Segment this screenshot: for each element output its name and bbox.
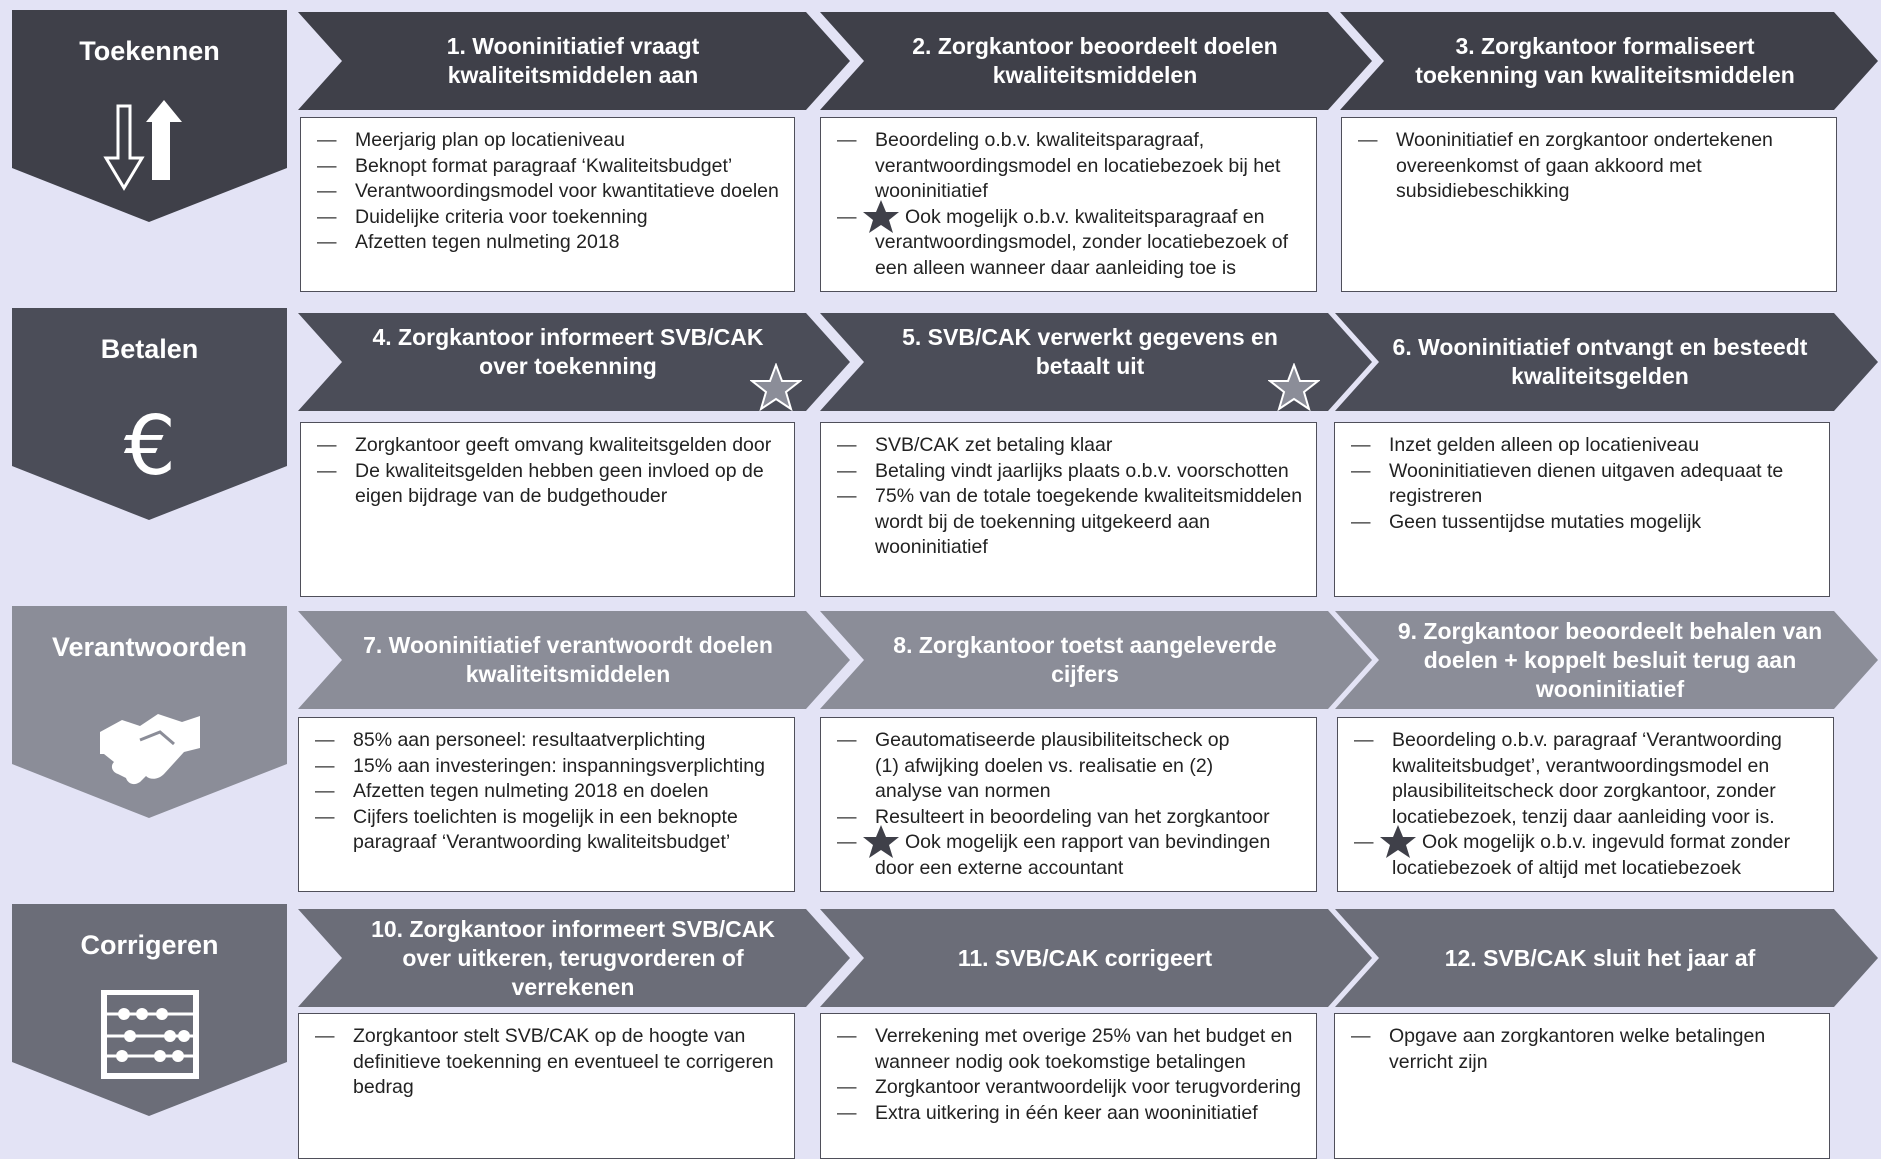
list-item: 15% aan investeringen: inspanningsverpli… — [309, 754, 784, 780]
phase-title: Betalen — [100, 334, 199, 364]
step-title: 9. Zorgkantoor beoordeelt behalen van do… — [1397, 617, 1823, 702]
phase-title: Toekennen — [79, 36, 220, 66]
list-item-text: Ook mogelijk o.b.v. ingevuld format zond… — [1392, 831, 1791, 879]
list-item-text: Ook mogelijk o.b.v. kwaliteitsparagraaf … — [875, 205, 1288, 279]
step-header-4: 4. Zorgkantoor informeert SVB/CAK over t… — [298, 313, 850, 411]
list-item: Afzetten tegen nulmeting 2018 — [311, 230, 784, 256]
list-item: Opgave aan zorgkantoren welke betalingen… — [1345, 1024, 1819, 1075]
step-list: Inzet gelden alleen op locatieniveau Woo… — [1345, 433, 1819, 535]
step-header-11: 11. SVB/CAK corrigeert — [820, 909, 1372, 1007]
list-item-star: Ook mogelijk o.b.v. kwaliteitsparagraaf … — [831, 199, 1306, 282]
star-icon — [863, 825, 899, 858]
list-item: De kwaliteitsgelden hebben geen invloed … — [311, 459, 784, 510]
step-list: Meerjarig plan op locatieniveau Beknopt … — [311, 128, 784, 256]
step-title: 3. Zorgkantoor formaliseert toekenning v… — [1415, 33, 1795, 88]
step-list: Zorgkantoor geeft omvang kwaliteitsgelde… — [311, 433, 784, 510]
list-item: Beoordeling o.b.v. paragraaf ‘Verantwoor… — [1348, 728, 1823, 830]
list-item: Geautomatiseerde plausibiliteitscheck op… — [831, 728, 1306, 805]
phase-verantwoorden: Verantwoorden — [12, 606, 287, 818]
list-item: Betaling vindt jaarlijks plaats o.b.v. v… — [831, 459, 1306, 485]
list-item: 85% aan personeel: resultaatverplichting — [309, 728, 784, 754]
step-box-7: 85% aan personeel: resultaatverplichting… — [298, 717, 795, 892]
step-list: Opgave aan zorgkantoren welke betalingen… — [1345, 1024, 1819, 1075]
step-title: 11. SVB/CAK corrigeert — [957, 944, 1213, 971]
step-list: 85% aan personeel: resultaatverplichting… — [309, 728, 784, 856]
step-header-12: 12. SVB/CAK sluit het jaar af — [1335, 909, 1878, 1007]
step-list: Wooninitiatief en zorgkantoor onderteken… — [1352, 128, 1826, 205]
step-list: SVB/CAK zet betaling klaar Betaling vind… — [831, 433, 1306, 561]
step-box-12: Opgave aan zorgkantoren welke betalingen… — [1334, 1013, 1830, 1159]
step-title: 10. Zorgkantoor informeert SVB/CAK over … — [371, 915, 775, 1000]
phase-title: Corrigeren — [80, 930, 219, 960]
step-list: Beoordeling o.b.v. paragraaf ‘Verantwoor… — [1348, 728, 1823, 881]
list-item: Zorgkantoor geeft omvang kwaliteitsgelde… — [311, 433, 784, 459]
step-header-10: 10. Zorgkantoor informeert SVB/CAK over … — [298, 909, 850, 1007]
list-item-text: Ook mogelijk een rapport van bevindingen… — [875, 831, 1271, 879]
euro-icon: € — [100, 394, 200, 499]
step-title: 7. Wooninitiatief verantwoordt doelen kw… — [363, 632, 773, 687]
list-item: Geen tussentijdse mutaties mogelijk — [1345, 510, 1819, 536]
step-header-1: 1. Wooninitiatief vraagt kwaliteitsmidde… — [298, 12, 850, 110]
list-item-star: Ook mogelijk een rapport van bevindingen… — [831, 825, 1306, 881]
star-icon — [863, 199, 899, 233]
list-item: Wooninitiatief en zorgkantoor onderteken… — [1352, 128, 1826, 205]
handshake-icon — [100, 692, 200, 797]
step-header-2: 2. Zorgkantoor beoordeelt doelen kwalite… — [820, 12, 1372, 110]
step-box-11: Verrekening met overige 25% van het budg… — [820, 1013, 1317, 1159]
step-box-5: SVB/CAK zet betaling klaar Betaling vind… — [820, 422, 1317, 597]
step-box-6: Inzet gelden alleen op locatieniveau Woo… — [1334, 422, 1830, 597]
step-header-8: 8. Zorgkantoor toetst aangeleverde cijfe… — [820, 611, 1372, 709]
list-item: Beoordeling o.b.v. kwaliteitsparagraaf, … — [831, 128, 1306, 205]
step-box-2: Beoordeling o.b.v. kwaliteitsparagraaf, … — [820, 117, 1317, 292]
list-item: Meerjarig plan op locatieniveau — [311, 128, 784, 154]
step-list: Beoordeling o.b.v. kwaliteitsparagraaf, … — [831, 128, 1306, 281]
list-item: Wooninitiatieven dienen uitgaven adequaa… — [1345, 459, 1819, 510]
step-header-9: 9. Zorgkantoor beoordeelt behalen van do… — [1335, 611, 1878, 709]
list-item: Duidelijke criteria voor toekenning — [311, 205, 784, 231]
list-item: Afzetten tegen nulmeting 2018 en doelen — [309, 779, 784, 805]
step-box-1: Meerjarig plan op locatieniveau Beknopt … — [300, 117, 795, 292]
step-header-5: 5. SVB/CAK verwerkt gegevens en betaalt … — [820, 313, 1372, 411]
list-item: Beknopt format paragraaf ‘Kwaliteitsbudg… — [311, 154, 784, 180]
list-item: 75% van de totale toegekende kwaliteitsm… — [831, 484, 1306, 561]
step-title: 1. Wooninitiatief vraagt kwaliteitsmidde… — [446, 33, 700, 88]
step-list: Zorgkantoor stelt SVB/CAK op de hoogte v… — [309, 1024, 784, 1101]
phase-corrigeren: Corrigeren — [12, 904, 287, 1116]
list-item: SVB/CAK zet betaling klaar — [831, 433, 1306, 459]
phase-betalen: Betalen € — [12, 308, 287, 520]
step-title: 2. Zorgkantoor beoordeelt doelen kwalite… — [912, 33, 1278, 88]
step-list: Verrekening met overige 25% van het budg… — [831, 1024, 1306, 1126]
step-title: 5. SVB/CAK verwerkt gegevens en betaalt … — [902, 324, 1278, 379]
step-list: Geautomatiseerde plausibiliteitscheck op… — [831, 728, 1306, 881]
list-item: Cijfers toelichten is mogelijk in een be… — [309, 805, 784, 856]
list-item-star: Ook mogelijk o.b.v. ingevuld format zond… — [1348, 825, 1823, 881]
step-title: 6. Wooninitiatief ontvangt en besteedt k… — [1392, 334, 1808, 389]
phase-title: Verantwoorden — [51, 632, 248, 662]
phase-toekennen: Toekennen — [12, 10, 287, 222]
arrows-up-down-icon — [100, 96, 200, 201]
list-item: Zorgkantoor verantwoordelijk voor terugv… — [831, 1075, 1306, 1101]
list-item: Zorgkantoor stelt SVB/CAK op de hoogte v… — [309, 1024, 784, 1101]
list-item: Verantwoordingsmodel voor kwantitatieve … — [311, 179, 784, 205]
list-item: Extra uitkering in één keer aan wooninit… — [831, 1101, 1306, 1127]
step-box-3: Wooninitiatief en zorgkantoor onderteken… — [1341, 117, 1837, 292]
step-header-3: 3. Zorgkantoor formaliseert toekenning v… — [1340, 12, 1878, 110]
svg-text:€: € — [124, 399, 176, 494]
step-box-4: Zorgkantoor geeft omvang kwaliteitsgelde… — [300, 422, 795, 597]
star-icon — [1268, 363, 1320, 411]
step-box-9: Beoordeling o.b.v. paragraaf ‘Verantwoor… — [1337, 717, 1834, 892]
star-icon — [1380, 825, 1416, 858]
step-header-7: 7. Wooninitiatief verantwoordt doelen kw… — [298, 611, 850, 709]
step-title: 12. SVB/CAK sluit het jaar af — [1444, 944, 1756, 971]
step-box-8: Geautomatiseerde plausibiliteitscheck op… — [820, 717, 1317, 892]
list-item: Resulteert in beoordeling van het zorgka… — [831, 805, 1306, 831]
step-title: 8. Zorgkantoor toetst aangeleverde cijfe… — [893, 632, 1277, 687]
step-box-10: Zorgkantoor stelt SVB/CAK op de hoogte v… — [298, 1013, 795, 1159]
star-icon — [750, 363, 802, 411]
step-header-6: 6. Wooninitiatief ontvangt en besteedt k… — [1335, 313, 1878, 411]
list-item: Verrekening met overige 25% van het budg… — [831, 1024, 1306, 1075]
step-title: 4. Zorgkantoor informeert SVB/CAK over t… — [372, 324, 764, 379]
abacus-icon — [100, 990, 200, 1095]
list-item: Inzet gelden alleen op locatieniveau — [1345, 433, 1819, 459]
